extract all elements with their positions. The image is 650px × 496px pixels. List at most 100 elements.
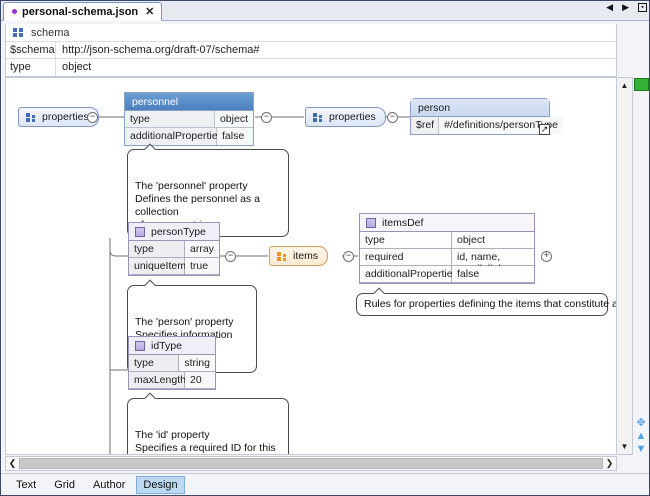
node-title: person: [411, 99, 549, 117]
tab-grid[interactable]: Grid: [54, 478, 75, 491]
node-root-properties[interactable]: properties: [18, 107, 99, 127]
node-row[interactable]: type object: [360, 232, 534, 249]
close-tab-icon[interactable]: ✕: [145, 6, 155, 18]
row-key: required: [360, 249, 452, 265]
callout-tip: [144, 143, 158, 150]
scroll-up-icon[interactable]: ▲: [620, 81, 629, 90]
node-items[interactable]: items: [269, 246, 329, 266]
node-row[interactable]: uniqueItems true: [129, 258, 219, 275]
row-key: type: [129, 355, 180, 371]
header-value[interactable]: http://json-schema.org/draft-07/schema#: [62, 44, 260, 56]
file-tab-personal-schema[interactable]: personal-schema.json ✕: [3, 2, 163, 21]
callout-text: The 'id' property Specifies a required I…: [135, 429, 276, 454]
expand-toggle-itemsdef-children[interactable]: +: [541, 251, 552, 262]
schema-title-row: schema: [6, 24, 616, 42]
row-value: 20: [185, 372, 215, 388]
row-value: true: [185, 258, 219, 274]
node-label: items: [293, 250, 319, 262]
header-row-schema[interactable]: $schema http://json-schema.org/draft-07/…: [6, 42, 616, 59]
row-value: array: [185, 241, 219, 257]
definition-icon: [135, 226, 145, 237]
node-row[interactable]: required id, name, email, link: [360, 249, 534, 275]
properties-icon: [313, 112, 323, 122]
row-key: additionalProperties: [125, 128, 223, 145]
scroll-down-icon[interactable]: ▼: [620, 442, 629, 451]
schema-title-label: schema: [31, 26, 70, 39]
row-key: uniqueItems: [129, 258, 191, 274]
header-value[interactable]: object: [62, 61, 92, 73]
tab-design[interactable]: Design: [136, 475, 185, 494]
callout-itemsdef: Rules for properties defining the items …: [356, 293, 616, 316]
next-tab-icon[interactable]: ▶: [622, 2, 629, 12]
row-key: type: [360, 232, 452, 248]
tab-list-icon[interactable]: ▪: [638, 3, 647, 12]
node-label: properties: [329, 111, 376, 123]
node-row[interactable]: type array: [129, 241, 219, 258]
validation-status-marker[interactable]: [634, 78, 649, 91]
node-itemsDef[interactable]: itemsDef type object required id, name, …: [359, 213, 535, 284]
tab-text[interactable]: Text: [16, 478, 37, 491]
tab-author[interactable]: Author: [92, 478, 126, 491]
collapse-toggle-items[interactable]: −: [225, 251, 236, 262]
modified-indicator-dot: [12, 9, 17, 14]
horizontal-scroll-thumb[interactable]: [19, 458, 603, 469]
collapse-toggle-personnel[interactable]: −: [87, 112, 98, 123]
node-row[interactable]: additionalProperties false: [125, 128, 253, 145]
properties-icon: [26, 112, 36, 122]
node-title-row: itemsDef: [360, 214, 534, 232]
node-title-row: personType: [129, 223, 219, 241]
canvas-side-tools: ✥ ▲ ▼: [634, 418, 648, 455]
row-key: maxLength: [129, 372, 186, 388]
scroll-right-icon[interactable]: ❯: [605, 458, 614, 468]
node-row[interactable]: additionalProperties false: [360, 266, 534, 283]
row-value: false: [217, 128, 253, 145]
node-personnel[interactable]: personnel type object additionalProperti…: [124, 92, 254, 146]
external-link-icon[interactable]: ↗: [539, 124, 550, 135]
scroll-left-icon[interactable]: ❮: [8, 458, 17, 468]
grid-icon: [13, 28, 24, 37]
row-value: false: [452, 266, 534, 282]
callout-idtype: The 'id' property Specifies a required I…: [127, 398, 289, 454]
view-mode-tabs: Text Grid Author Design: [1, 473, 649, 495]
node-person[interactable]: person $ref #/definitions/personType ↗: [410, 98, 563, 135]
row-key: $ref: [411, 117, 440, 134]
node-label: properties: [42, 111, 89, 123]
move-tool-icon[interactable]: ✥: [636, 417, 646, 429]
node-row[interactable]: type object: [125, 111, 253, 128]
previous-tab-icon[interactable]: ◀: [606, 2, 614, 12]
file-tab-label: personal-schema.json: [22, 5, 139, 18]
node-title: personType: [151, 225, 206, 238]
node-row[interactable]: type string: [129, 355, 215, 372]
callout-tip: [373, 287, 387, 294]
scroll-down-tool-icon[interactable]: ▼: [635, 443, 647, 455]
properties-pill[interactable]: properties: [305, 107, 386, 127]
row-value: string: [179, 355, 215, 371]
items-pill[interactable]: items: [269, 246, 329, 266]
header-key: type: [6, 59, 56, 76]
node-title: personnel: [125, 93, 253, 111]
row-key: additionalProperties: [360, 266, 458, 282]
node-title: idType: [151, 339, 182, 352]
node-idType[interactable]: idType type string maxLength 20: [128, 336, 216, 390]
horizontal-scrollbar[interactable]: ❮ ❯: [5, 456, 617, 471]
node-personType[interactable]: personType type array uniqueItems true: [128, 222, 220, 276]
collapse-toggle-itemsdef[interactable]: −: [343, 251, 354, 262]
properties-pill[interactable]: properties: [18, 107, 99, 127]
row-key: type: [129, 241, 185, 257]
node-row[interactable]: $ref #/definitions/personType ↗: [411, 117, 563, 135]
node-row[interactable]: maxLength 20: [129, 372, 215, 389]
schema-design-canvas[interactable]: properties − personnel type object addit…: [5, 77, 617, 455]
header-row-type[interactable]: type object: [6, 59, 616, 76]
collapse-toggle-person[interactable]: −: [387, 112, 398, 123]
collapse-toggle-personnel-properties[interactable]: −: [261, 112, 272, 123]
node-personnel-properties[interactable]: properties: [305, 107, 386, 127]
scroll-up-tool-icon[interactable]: ▲: [635, 430, 647, 442]
schema-header-grid: schema $schema http://json-schema.org/dr…: [5, 24, 617, 77]
row-key: type: [125, 111, 215, 127]
definition-icon: [135, 340, 145, 351]
vertical-scrollbar[interactable]: ▲ ▼: [618, 77, 633, 455]
header-key: $schema: [6, 42, 56, 58]
definition-icon: [366, 217, 376, 228]
callout-tip: [144, 392, 158, 399]
